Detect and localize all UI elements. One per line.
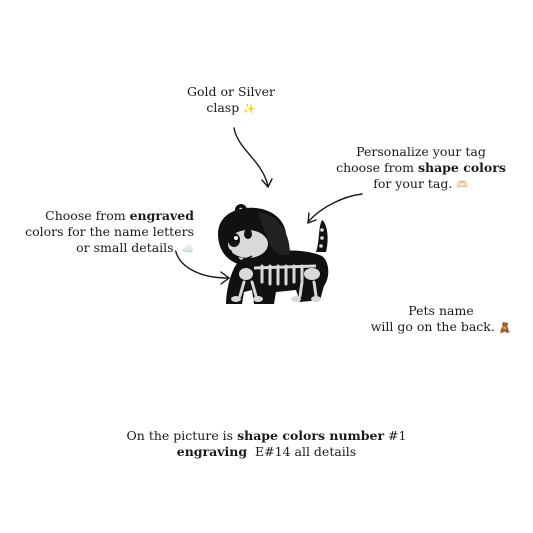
pets-line1: Pets name <box>408 303 474 318</box>
teddy-bear-icon: 🧸 <box>498 323 512 334</box>
engraved-note: Choose from engraved colors for the name… <box>14 208 194 258</box>
engraved-line1: Choose from engraved <box>45 208 194 223</box>
heart-hands-icon: 🫶🏻 <box>456 180 469 191</box>
arrow-clasp <box>233 127 273 189</box>
caption: On the picture is shape colors number #1… <box>100 428 433 460</box>
shape-note: Personalize your tag choose from shape c… <box>326 144 516 194</box>
clasp-line2: clasp ✨ <box>206 100 256 115</box>
caption-bold2: engraving <box>176 444 248 459</box>
pets-name-note: Pets name will go on the back. 🧸 <box>356 303 526 337</box>
shape-line2: choose from shape colors <box>336 160 506 175</box>
arrow-shape <box>307 193 363 225</box>
engraved-line3: or small details. ☁️ <box>76 240 194 255</box>
dog-tag <box>218 204 329 304</box>
shape-line1: Personalize your tag <box>356 144 486 159</box>
caption-line1: On the picture is shape colors number #1 <box>126 428 407 443</box>
pets-line2: will go on the back. 🧸 <box>370 319 512 334</box>
shape-line3: for your tag. 🫶🏻 <box>373 176 469 191</box>
sparkles-icon: ✨ <box>243 104 256 115</box>
arrow-engraved <box>175 251 231 285</box>
shape-colors-bold: shape colors <box>417 160 506 175</box>
engraved-bold: engraved <box>129 208 194 223</box>
engraved-line2: colors for the name letters <box>25 224 194 239</box>
caption-bold1: shape colors number <box>237 428 385 443</box>
clasp-line1: Gold or Silver <box>187 84 275 99</box>
caption-line2: engraving E#14 all details <box>176 444 357 459</box>
cloud-icon: ☁️ <box>181 244 194 255</box>
clasp-note: Gold or Silver clasp ✨ <box>181 84 281 118</box>
